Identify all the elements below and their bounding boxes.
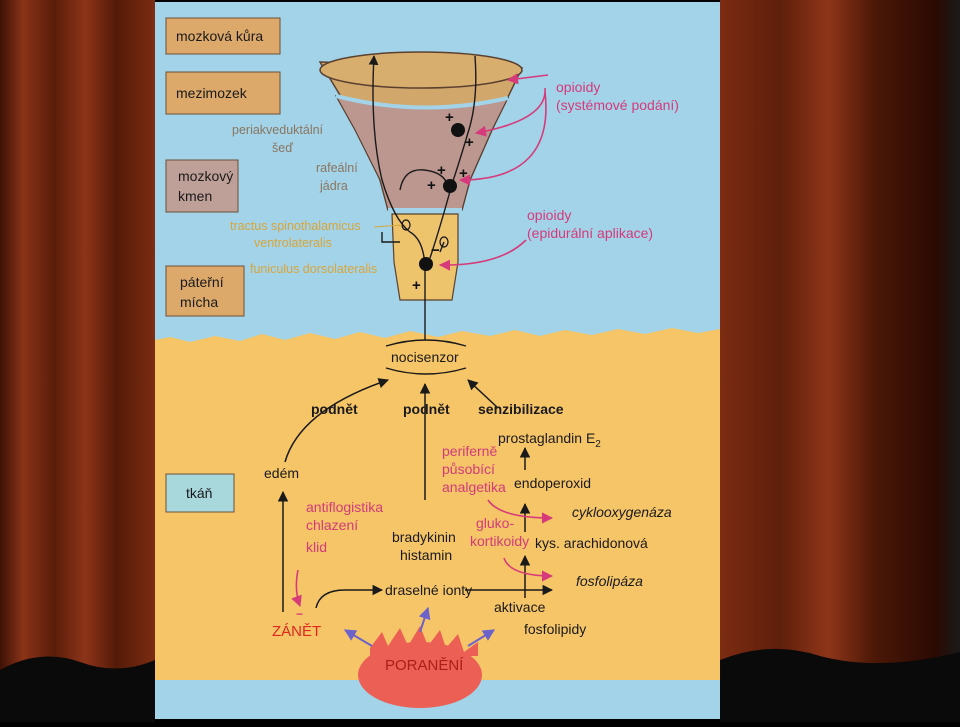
funnel-rim — [319, 51, 523, 89]
level-label-spinal-2: mícha — [180, 294, 218, 310]
label-raphe-2: jádra — [319, 179, 348, 193]
nocisensor: nocisenzor — [385, 322, 467, 375]
left-curtain — [0, 0, 155, 670]
label-edema: edém — [264, 465, 299, 481]
synapse-signs: + + + + + + − — [412, 109, 474, 294]
leader-lines — [373, 224, 403, 228]
label-cyclooxygenase: cyklooxygenáza — [572, 504, 672, 520]
structure-labels: periakveduktální šeď rafeální jádra trac… — [230, 123, 377, 276]
neuron-pag — [451, 123, 465, 137]
label-peripheral-2: působící — [442, 461, 495, 477]
label-funiculus: funiculus dorsolateralis — [250, 262, 377, 276]
sign-minus-inflammation: − — [296, 607, 303, 621]
level-label-tissue: tkáň — [186, 485, 212, 501]
level-box-brainstem: mozkový kmen — [165, 159, 239, 213]
label-tract-2: ventrolateralis — [254, 236, 332, 250]
label-bradykinin: bradykinin — [392, 529, 456, 545]
sign-plus: + — [437, 162, 446, 179]
neural-pathways — [368, 55, 477, 322]
drug-labels: periferně působící analgetika antiflogis… — [306, 443, 529, 555]
inhibition-arrows — [291, 499, 554, 608]
neurons — [401, 123, 465, 271]
neuron-spinal — [419, 257, 433, 271]
label-opioids-systemic-2: (systémové podání) — [556, 97, 679, 113]
funnel-spinal — [391, 213, 459, 301]
label-pag-2: šeď — [272, 141, 293, 155]
left-curtain-hem — [0, 656, 155, 722]
label-opioids-epidural-2: (epidurální aplikace) — [527, 225, 653, 241]
sign-plus: + — [445, 109, 454, 126]
injury-spark-arrows — [343, 606, 496, 647]
sign-minus: − — [431, 242, 440, 259]
level-label-brainstem-1: mozkový — [178, 168, 233, 184]
label-pag-1: periakveduktální — [232, 123, 324, 137]
label-stimulus-1: podnět — [311, 401, 358, 417]
level-box-spinal-cord: páteřní mícha — [165, 265, 245, 317]
funnel-band-1 — [335, 94, 509, 110]
tissue-labels: podnět podnět senzibilizace prostaglandi… — [264, 401, 672, 637]
level-label-diencephalon: mezimozek — [176, 85, 248, 101]
label-peripheral-1: periferně — [442, 443, 497, 459]
right-curtain-hem — [720, 648, 960, 722]
label-gluco-1: gluko- — [476, 515, 514, 531]
label-potassium-ions: draselné ionty — [385, 582, 472, 598]
funnel-band-2 — [388, 208, 462, 214]
label-tract-1: tractus spinothalamicus — [230, 219, 361, 233]
label-stimulus-2: podnět — [403, 401, 450, 417]
label-injury: PORANĚNÍ — [385, 657, 464, 674]
label-nocisensor: nocisenzor — [391, 349, 459, 365]
label-prostaglandin: prostaglandin E2 — [498, 430, 601, 450]
label-inflammation: ZÁNĚT — [272, 623, 321, 640]
sign-plus: + — [412, 277, 421, 294]
sign-plus: + — [427, 177, 436, 194]
label-endoperoxide: endoperoxid — [514, 475, 591, 491]
opioid-arrows — [438, 73, 549, 271]
label-peripheral-3: analgetika — [442, 479, 506, 495]
injury: PORANĚNÍ — [343, 606, 496, 708]
label-antiphlogistics: antiflogistika — [306, 499, 383, 515]
level-box-tissue: tkáň — [165, 473, 235, 513]
level-label-brainstem-2: kmen — [178, 188, 212, 204]
label-histamine: histamin — [400, 547, 452, 563]
label-rest: klid — [306, 539, 327, 555]
neuron-raphe — [443, 179, 457, 193]
opioid-labels: opioidy (systémové podání) opioidy (epid… — [527, 79, 679, 241]
label-activation: aktivace — [494, 599, 546, 615]
sign-plus: + — [459, 165, 468, 182]
label-opioids-epidural-1: opioidy — [527, 207, 571, 223]
label-sensitization: senzibilizace — [478, 401, 564, 417]
injury-blob — [358, 642, 482, 708]
label-phospholipids: fosfolipidy — [524, 621, 586, 637]
level-label-spinal-1: páteřní — [180, 274, 224, 290]
label-cooling: chlazení — [306, 517, 358, 533]
level-box-cortex: mozková kůra — [165, 17, 281, 55]
synapse-funiculus — [439, 236, 449, 248]
right-curtain — [720, 0, 960, 668]
level-box-diencephalon: mezimozek — [165, 71, 281, 115]
level-label-cortex: mozková kůra — [176, 28, 263, 44]
label-gluco-2: kortikoidy — [470, 533, 529, 549]
label-phospholipase: fosfolipáza — [576, 573, 643, 589]
sign-plus: + — [465, 134, 474, 151]
label-opioids-systemic-1: opioidy — [556, 79, 600, 95]
tissue-arrows — [277, 378, 554, 612]
label-arachidonic-acid: kys. arachidonová — [535, 535, 648, 551]
label-raphe-1: rafeální — [316, 161, 358, 175]
